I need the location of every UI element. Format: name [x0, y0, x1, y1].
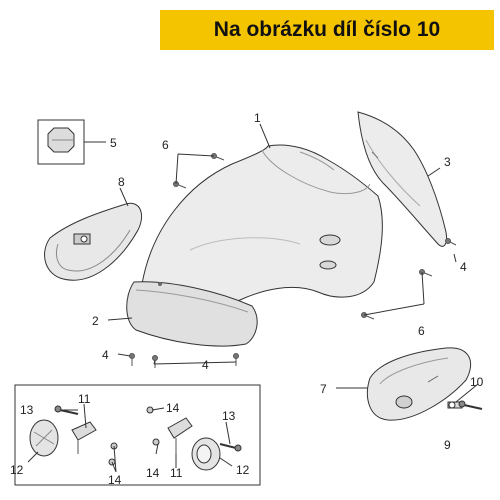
title-text: Na obrázku díl číslo 10	[213, 18, 441, 41]
callout-2: 2	[92, 314, 99, 328]
part-2-visor	[126, 281, 258, 347]
part-8-left-panel	[44, 202, 142, 281]
left-lamp	[29, 419, 59, 457]
callout-4-bottom: 4	[202, 358, 209, 372]
callout-11-right: 11	[170, 466, 183, 480]
part-5-clip	[37, 119, 85, 165]
part-9-screw	[458, 400, 483, 410]
callout-14-top: 14	[166, 401, 180, 415]
callout-6-bottom: 6	[418, 324, 425, 338]
title-banner: Na obrázku díl číslo 10	[160, 10, 494, 50]
nuts-right	[146, 406, 160, 446]
callout-14-bottom: 14	[108, 473, 122, 487]
part-10-bushing	[447, 401, 463, 409]
inset-box	[14, 384, 261, 486]
callout-3: 3	[444, 155, 451, 169]
leader-lines	[27, 123, 479, 473]
callout-4-left: 4	[102, 348, 109, 362]
callout-13-right: 13	[222, 409, 236, 423]
left-screw	[54, 405, 79, 415]
part-3-side-panel	[357, 111, 447, 247]
callout-12-right: 12	[236, 463, 250, 477]
right-bracket	[167, 417, 193, 454]
callout-4-right: 4	[460, 260, 467, 274]
callout-12-left: 12	[10, 463, 24, 477]
callout-9: 9	[444, 438, 451, 452]
callout-7: 7	[320, 382, 327, 396]
callout-5: 5	[110, 136, 117, 150]
right-screw	[219, 443, 242, 452]
callout-8: 8	[118, 175, 125, 189]
callout-10: 10	[470, 375, 484, 389]
part-1-front-shield	[141, 144, 383, 306]
right-lamp	[191, 437, 221, 471]
part-7-right-panel	[366, 347, 471, 421]
callout-6-top: 6	[162, 138, 169, 152]
callout-labels: 1 2 3 4 4 4 5 6 6 7 8 9 10 11 11 12 12 1…	[10, 111, 484, 487]
left-bracket	[71, 421, 97, 454]
callout-13-left: 13	[20, 403, 34, 417]
callout-11-left: 11	[78, 392, 91, 406]
callout-1: 1	[254, 111, 261, 125]
callout-14-mid: 14	[146, 466, 160, 480]
